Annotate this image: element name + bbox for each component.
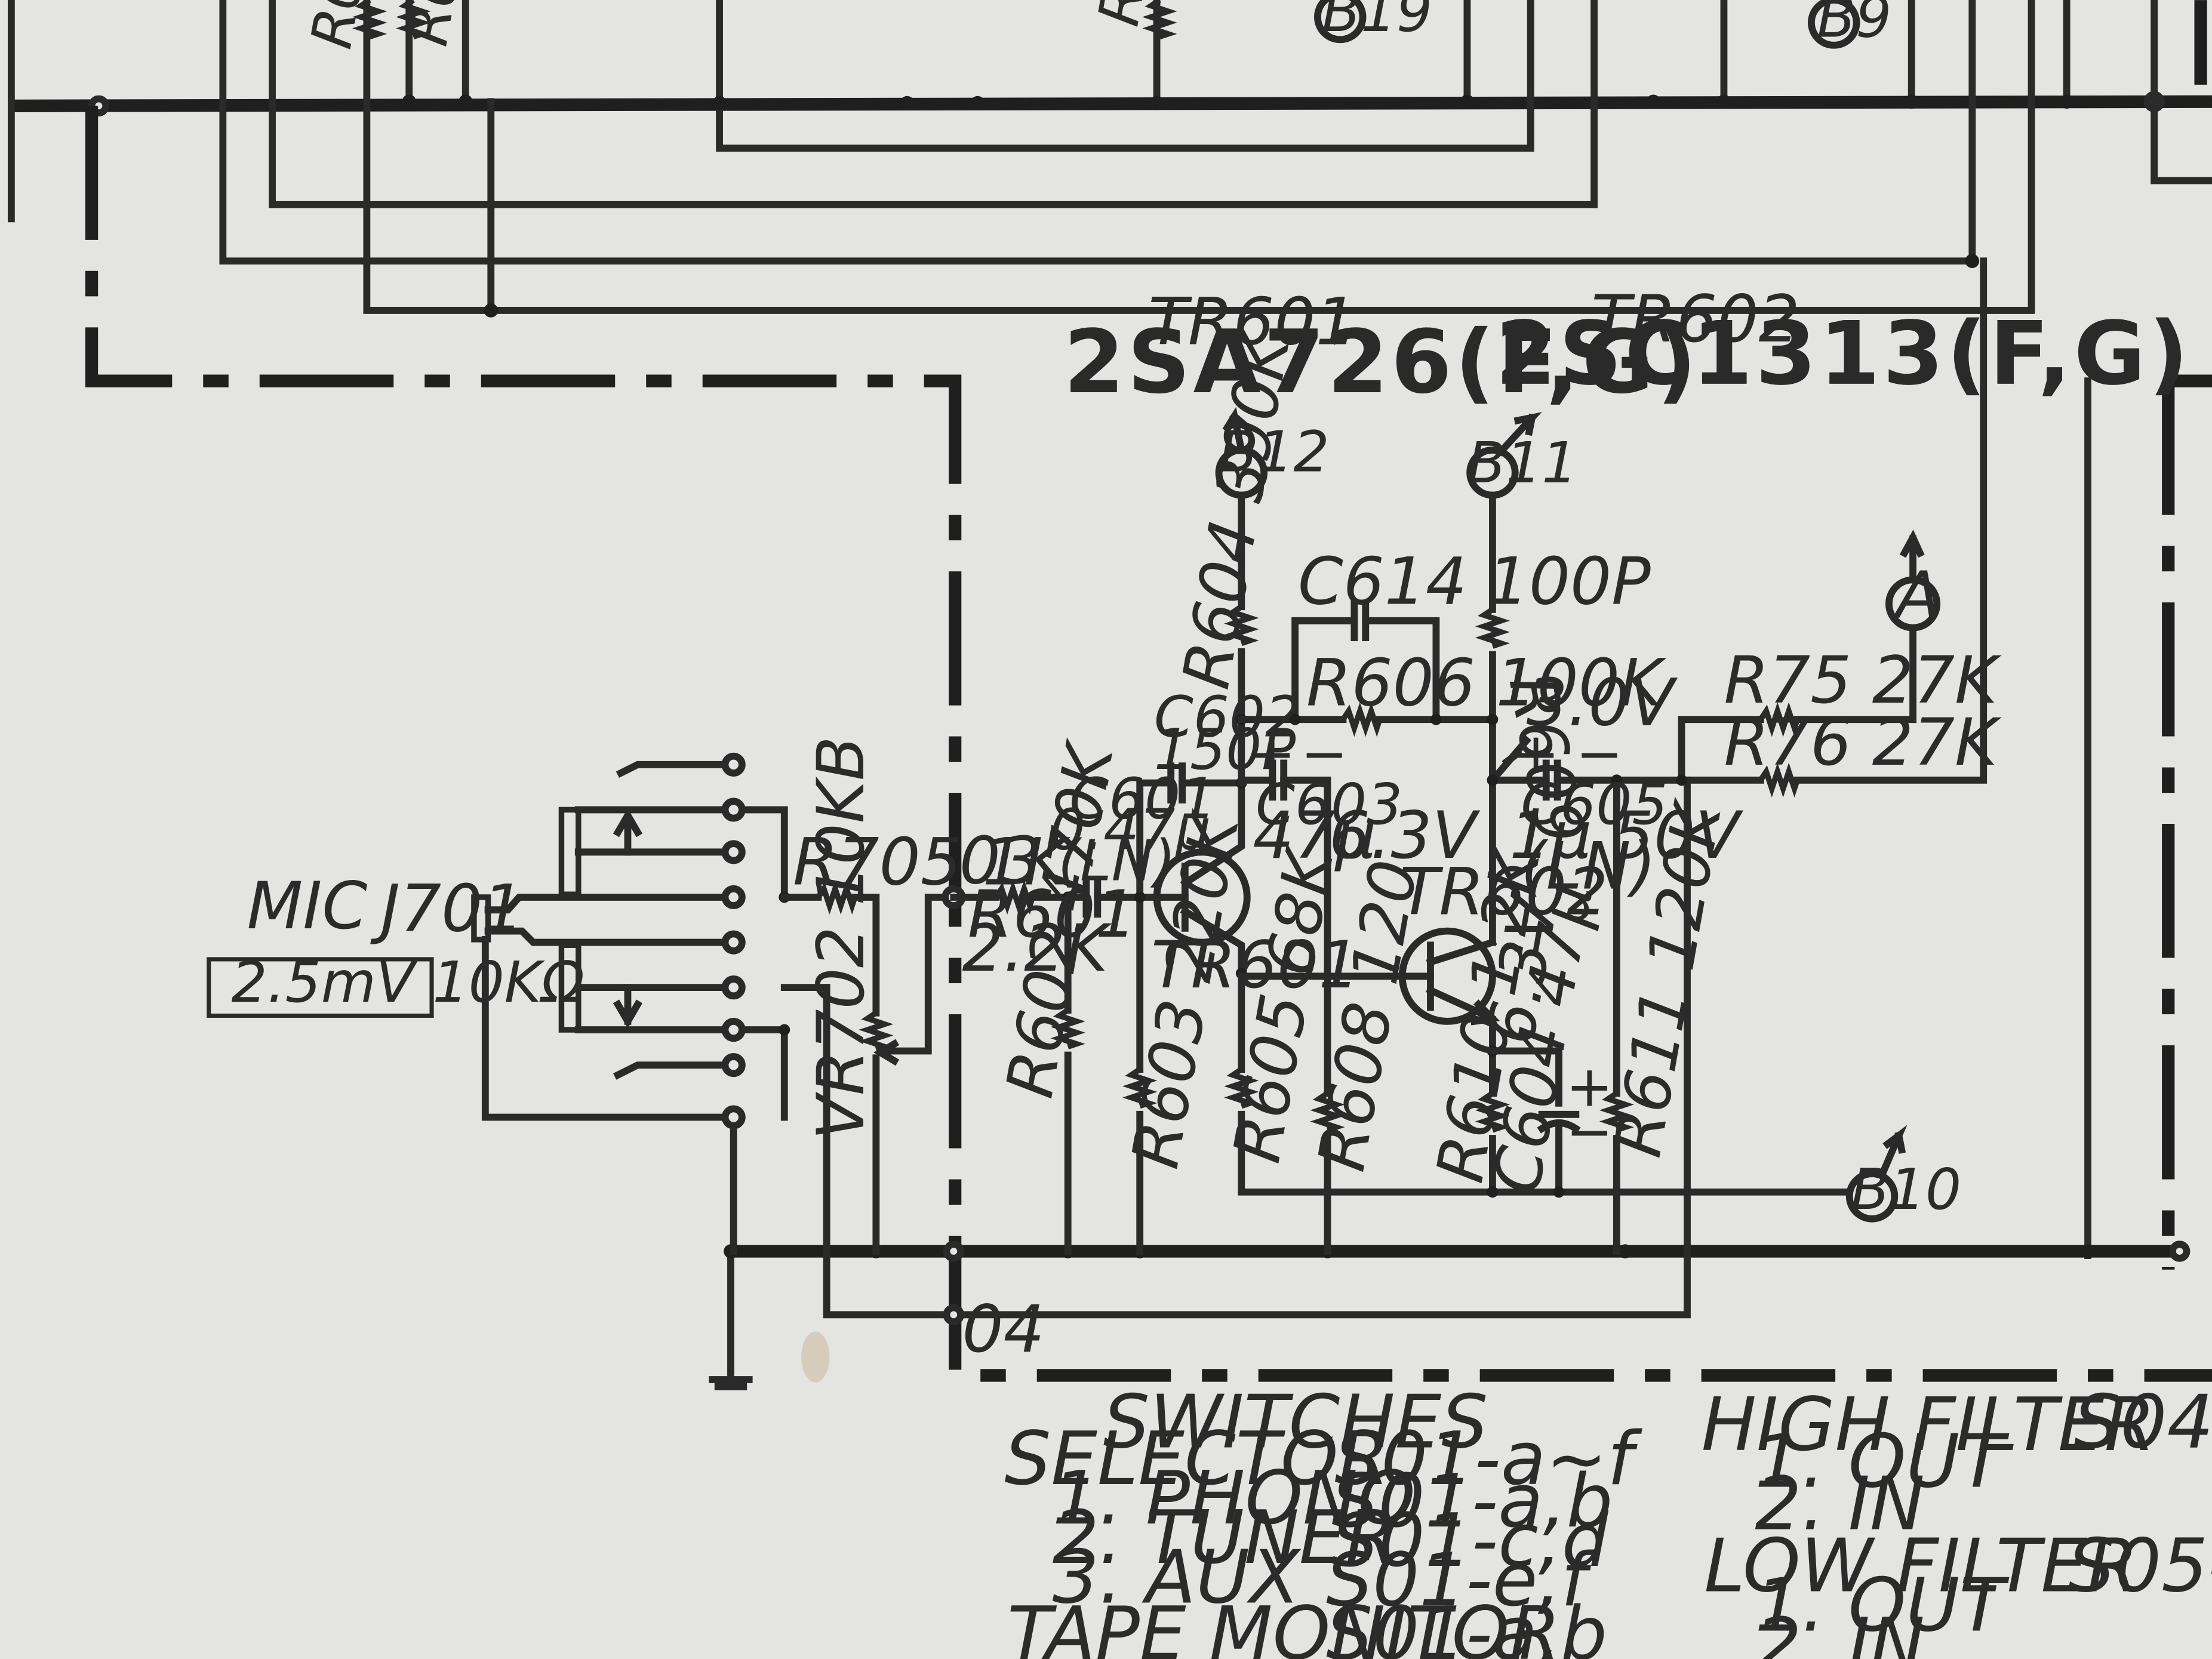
tr602-part-number: 2SC1313(F,G) <box>1496 303 2192 405</box>
selector-item-phono: 1. PHONO <box>1053 1455 1416 1541</box>
c603-r605-r608: + − <box>1238 721 1348 1255</box>
selector-item-tuner: 2. TUNER <box>1053 1495 1396 1580</box>
tape-monitor-heading: TAPE MONITOR <box>1007 1591 1561 1659</box>
c603-volt: 6.3V <box>1329 798 1481 873</box>
high-filter-ref: S04-a,b <box>2073 1379 2212 1464</box>
selector-heading: SELECTOR <box>1004 1416 1389 1501</box>
r75-label: R75 27K <box>1724 642 2002 718</box>
b12-label: B12 <box>1219 419 1330 485</box>
c614-r606-feedback <box>1238 600 1496 728</box>
tr602-stage: + − <box>1238 412 1613 1198</box>
high-filter-heading: HIGH FILTER <box>1702 1382 2155 1467</box>
c603-val: 47μ <box>1253 798 1376 873</box>
svg-text:+: + <box>1566 1054 1613 1120</box>
tr601-part-number: 2SA726(F,G) <box>1064 311 1700 413</box>
c605-val: 1μ 50V <box>1509 798 1743 873</box>
shield-outline <box>85 106 2212 1382</box>
b10-label: B10 <box>1851 1157 1961 1223</box>
tape-monitor-ref: S01-a,b <box>1326 1591 1607 1659</box>
c614-label: C614 100P <box>1298 543 1651 619</box>
mic-spec-box <box>207 957 434 1018</box>
r601-c601-r602 <box>950 876 1164 1255</box>
tr602-label: TR602 <box>1399 854 1608 929</box>
tr602-ref-heading: TR602 <box>1591 281 1799 357</box>
svg-text:+: + <box>1512 721 1559 787</box>
j701-label: J701 <box>370 871 524 947</box>
b9-label: B9 <box>1817 0 1891 51</box>
c605-type: (LN) <box>1521 829 1656 904</box>
selector-item-tuner-ref: S01-c,d <box>1332 1498 1609 1583</box>
node-04-label: 04 <box>962 1291 1044 1367</box>
v30-label: 3.0V <box>1527 665 1678 741</box>
low-filter-item-out: 1. OUT <box>1755 1563 2010 1648</box>
high-filter-item-out: 1. OUT <box>1755 1419 2010 1504</box>
selector-item-aux: 3. AUX <box>1053 1534 1302 1620</box>
mic-jack-j701 <box>471 752 790 1255</box>
svg-text:−: − <box>1566 1099 1613 1165</box>
mic-spec-label: 2.5mV 10KΩ <box>232 950 584 1015</box>
paper-stain <box>801 1331 830 1383</box>
svg-text:−: − <box>1301 721 1348 787</box>
high-filter-item-in: 2. IN <box>1755 1461 1924 1546</box>
tr601-ref-heading: TR601 <box>1148 284 1356 360</box>
low-filter-item-in: 2. IN <box>1755 1602 1924 1659</box>
selector-item-aux-ref: S01-e,f <box>1326 1537 1596 1623</box>
output-network: + − <box>1487 257 1988 1255</box>
r601-ref: R601 <box>968 876 1137 952</box>
r76-label: R76 27K <box>1724 704 2002 780</box>
a-label: A <box>1893 558 1940 633</box>
r705-vr702 <box>780 889 958 1255</box>
mic-label: MIC <box>247 868 368 944</box>
r606-label: R606 100K <box>1306 645 1667 721</box>
b19-label: B19 <box>1322 0 1432 45</box>
selector-ref: S01-a~f <box>1334 1416 1642 1501</box>
c603-ref: C603 <box>1256 772 1402 838</box>
c605-ref: C605 <box>1521 772 1668 838</box>
switches-legend: SWITCHES SELECTOR S01-a~f 1. PHONO S01-a… <box>1004 1379 2212 1659</box>
low-filter-heading: LOW FILTER <box>1704 1523 2138 1608</box>
b11-label: B11 <box>1467 430 1577 496</box>
r601-val: 2.2K <box>962 910 1112 986</box>
svg-text:+: + <box>1248 721 1296 787</box>
top-power-bus <box>7 0 2212 318</box>
vr702-label: VR702 10KB <box>803 736 879 1140</box>
selector-item-phono-ref: S01-a,b <box>1332 1458 1613 1544</box>
switches-heading: SWITCHES <box>1103 1379 1488 1464</box>
low-filter-ref: S05-a,b <box>2068 1523 2212 1608</box>
tr601-stage <box>1131 762 1251 1255</box>
